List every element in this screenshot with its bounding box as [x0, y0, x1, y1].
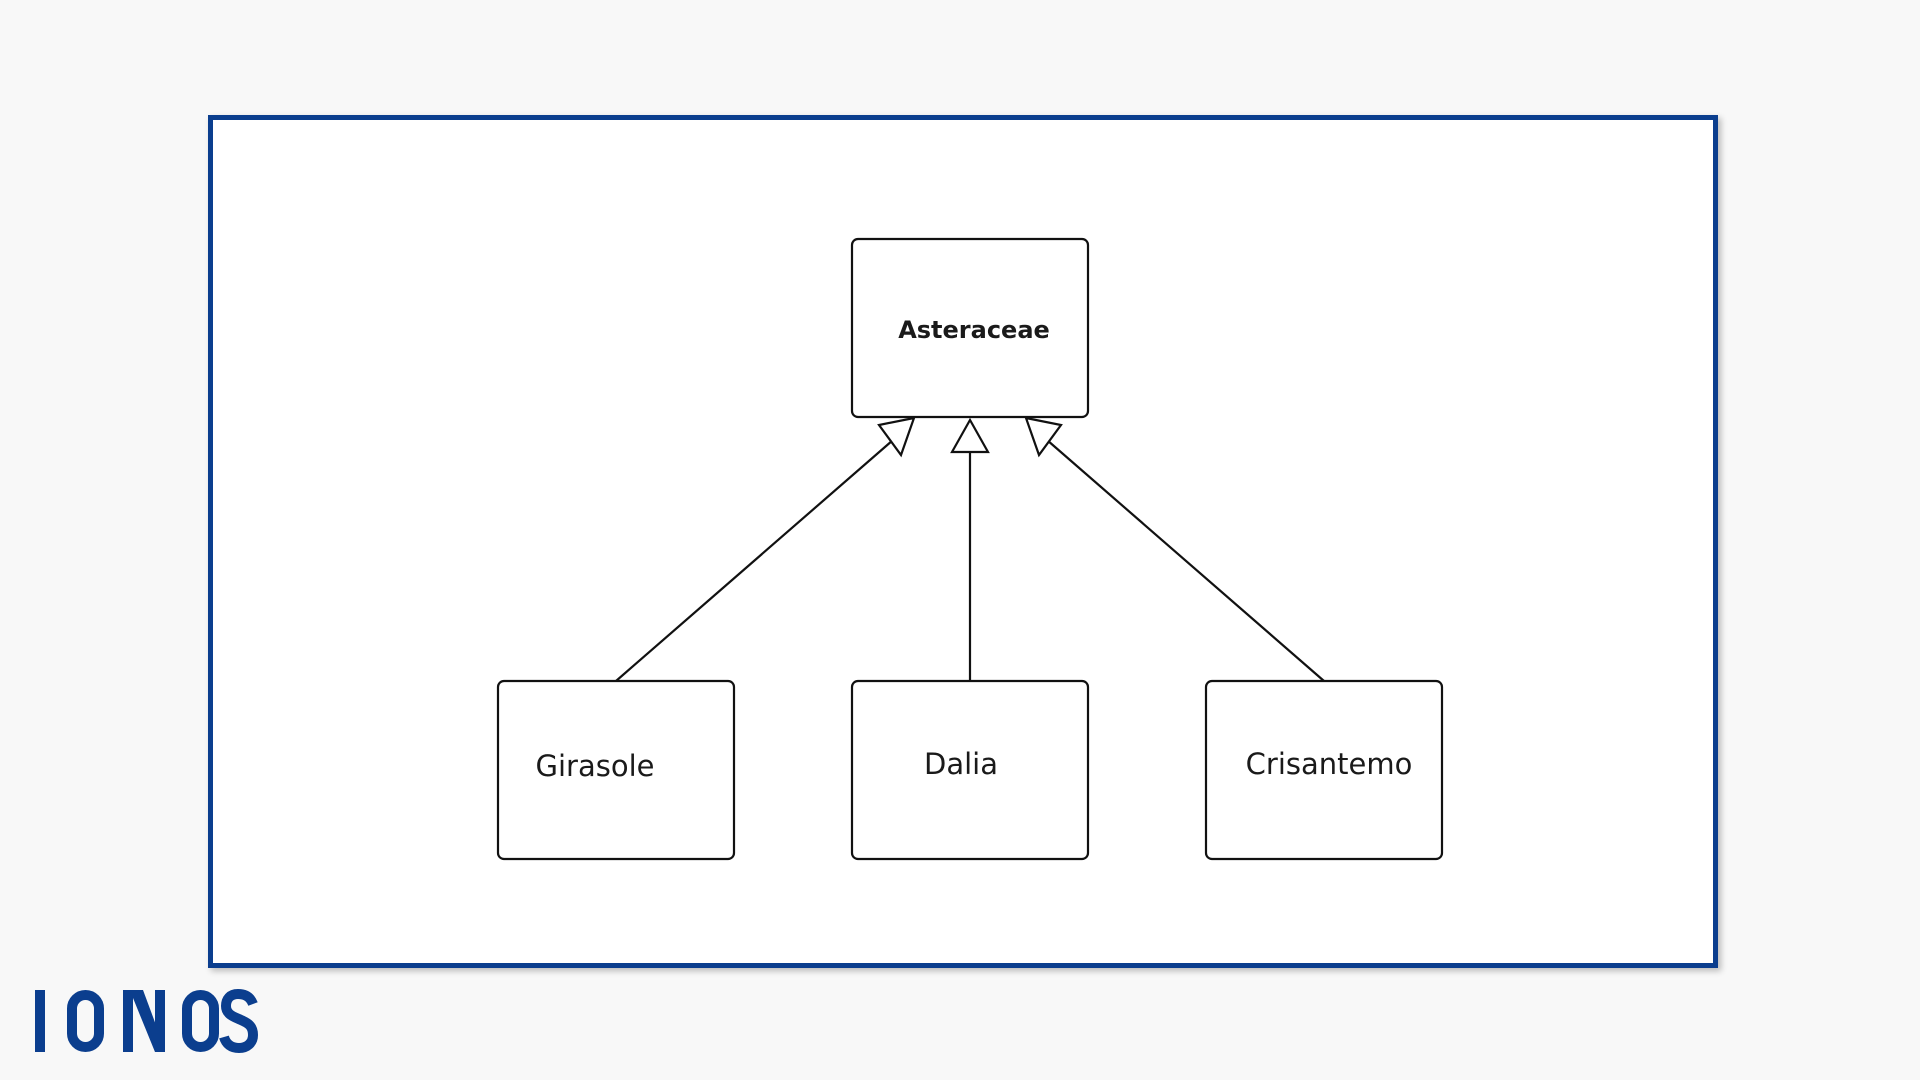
- node-crisantemo-label: Crisantemo: [1246, 747, 1413, 781]
- node-asteraceae[interactable]: Asteraceae: [850, 237, 1090, 419]
- arrowhead-girasole: [877, 416, 916, 458]
- edge-crisantemo-to-asteraceae: [1046, 439, 1325, 682]
- node-dalia-label: Dalia: [924, 747, 998, 781]
- arrowhead-dalia: [950, 417, 990, 454]
- node-crisantemo[interactable]: Crisantemo: [1204, 679, 1444, 861]
- arrowhead-crisantemo: [1024, 416, 1063, 458]
- ionos-logo: [35, 988, 258, 1054]
- edge-girasole-to-asteraceae: [615, 439, 894, 682]
- node-girasole[interactable]: Girasole: [496, 679, 736, 861]
- node-dalia[interactable]: Dalia: [850, 679, 1090, 861]
- node-asteraceae-label: Asteraceae: [898, 316, 1050, 344]
- node-girasole-label: Girasole: [536, 749, 655, 783]
